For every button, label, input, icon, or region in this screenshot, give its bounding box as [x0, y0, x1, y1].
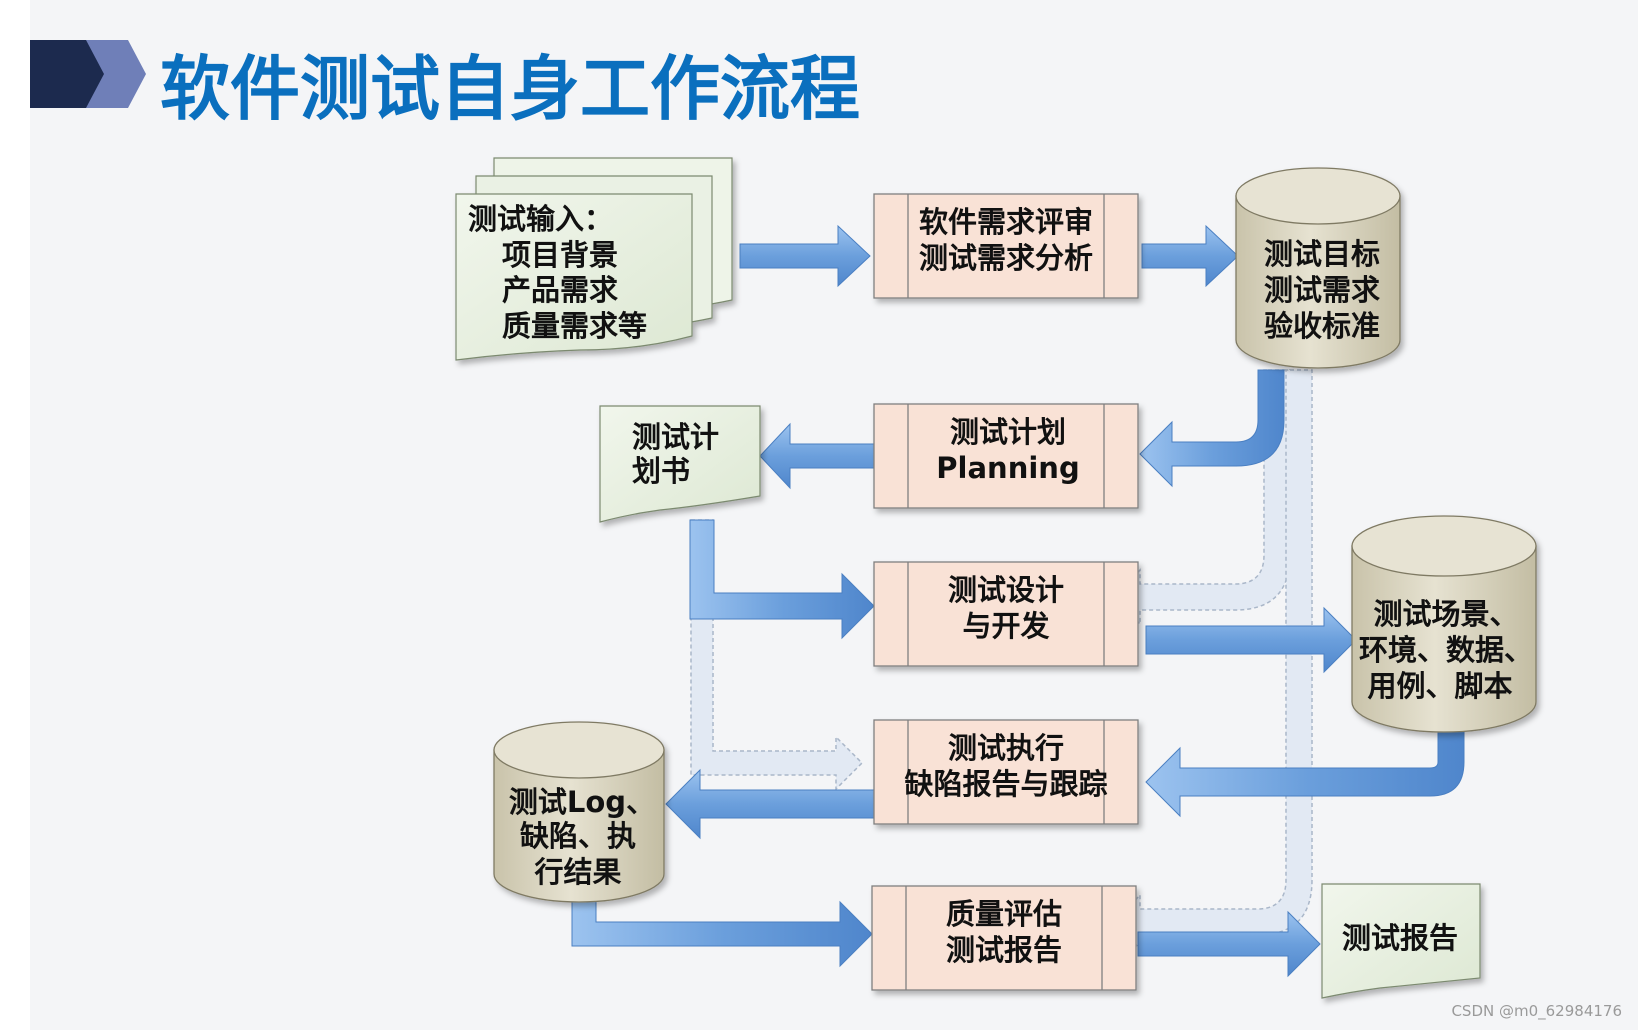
log-label-1: 测试Log、: [509, 785, 655, 819]
arrow-plandoc-to-design: [689, 519, 875, 640]
review-label-2: 测试需求分析: [919, 241, 1093, 275]
goals-label-1: 测试目标: [1264, 237, 1380, 271]
watermark: CSDN @m0_62984176: [1451, 1002, 1622, 1021]
page-title: 软件测试自身工作流程: [160, 48, 860, 130]
assess-label-2: 测试报告: [946, 933, 1062, 967]
title-marker: [30, 40, 146, 108]
node-test-goals: [1235, 167, 1401, 369]
report-label: 测试报告: [1342, 921, 1458, 955]
goals-label-2: 测试需求: [1264, 273, 1380, 307]
arrow-input-to-review: [739, 224, 871, 288]
node-test-report: [1321, 883, 1481, 999]
arrow-goals-to-plan: [1139, 369, 1285, 488]
background-panel: [30, 0, 1638, 1030]
assets-label-1: 测试场景、: [1373, 597, 1518, 631]
arrow-plan-to-plandoc: [759, 422, 877, 490]
arrow-review-to-goals: [1141, 224, 1239, 288]
node-requirements-review: [873, 193, 1139, 299]
arrow-log-to-assess: [571, 889, 873, 968]
node-test-plan: [873, 403, 1139, 509]
assets-label-2: 环境、数据、: [1359, 633, 1533, 667]
execute-label-1: 测试执行: [948, 731, 1064, 765]
design-label-2: 与开发: [962, 609, 1049, 643]
goals-label-3: 验收标准: [1264, 309, 1380, 343]
arrow-assets-to-execute: [1145, 731, 1465, 818]
solid-arrows: [571, 224, 1465, 978]
plan-label-2: Planning: [936, 451, 1079, 485]
plan-label-1: 测试计划: [950, 415, 1066, 449]
assets-label-3: 用例、脚本: [1367, 669, 1512, 703]
input-label-1: 测试输入：: [468, 202, 613, 236]
arrow-assess-to-report: [1137, 910, 1321, 978]
arrow-design-to-assets: [1145, 606, 1357, 674]
arrow-execute-to-log: [665, 768, 877, 840]
log-label-2: 缺陷、执: [520, 819, 636, 853]
assess-label-1: 质量评估: [946, 897, 1062, 931]
node-quality-assessment: [871, 885, 1137, 991]
log-label-3: 行结果: [533, 855, 621, 889]
input-label-4: 质量需求等: [502, 309, 647, 343]
node-test-design: [873, 561, 1139, 667]
node-test-log: [493, 721, 665, 903]
node-test-execution: [873, 719, 1139, 825]
node-plan-document: [599, 405, 761, 523]
node-test-input: [455, 157, 733, 361]
design-label-1: 测试设计: [948, 573, 1064, 607]
input-label-2: 项目背景: [502, 238, 618, 272]
review-label-1: 软件需求评审: [919, 205, 1093, 239]
input-label-3: 产品需求: [502, 273, 618, 307]
plandoc-label-2: 划书: [632, 454, 690, 488]
plandoc-label-1: 测试计: [632, 420, 719, 454]
node-test-assets: [1351, 515, 1537, 733]
execute-label-2: 缺陷报告与跟踪: [904, 767, 1107, 801]
